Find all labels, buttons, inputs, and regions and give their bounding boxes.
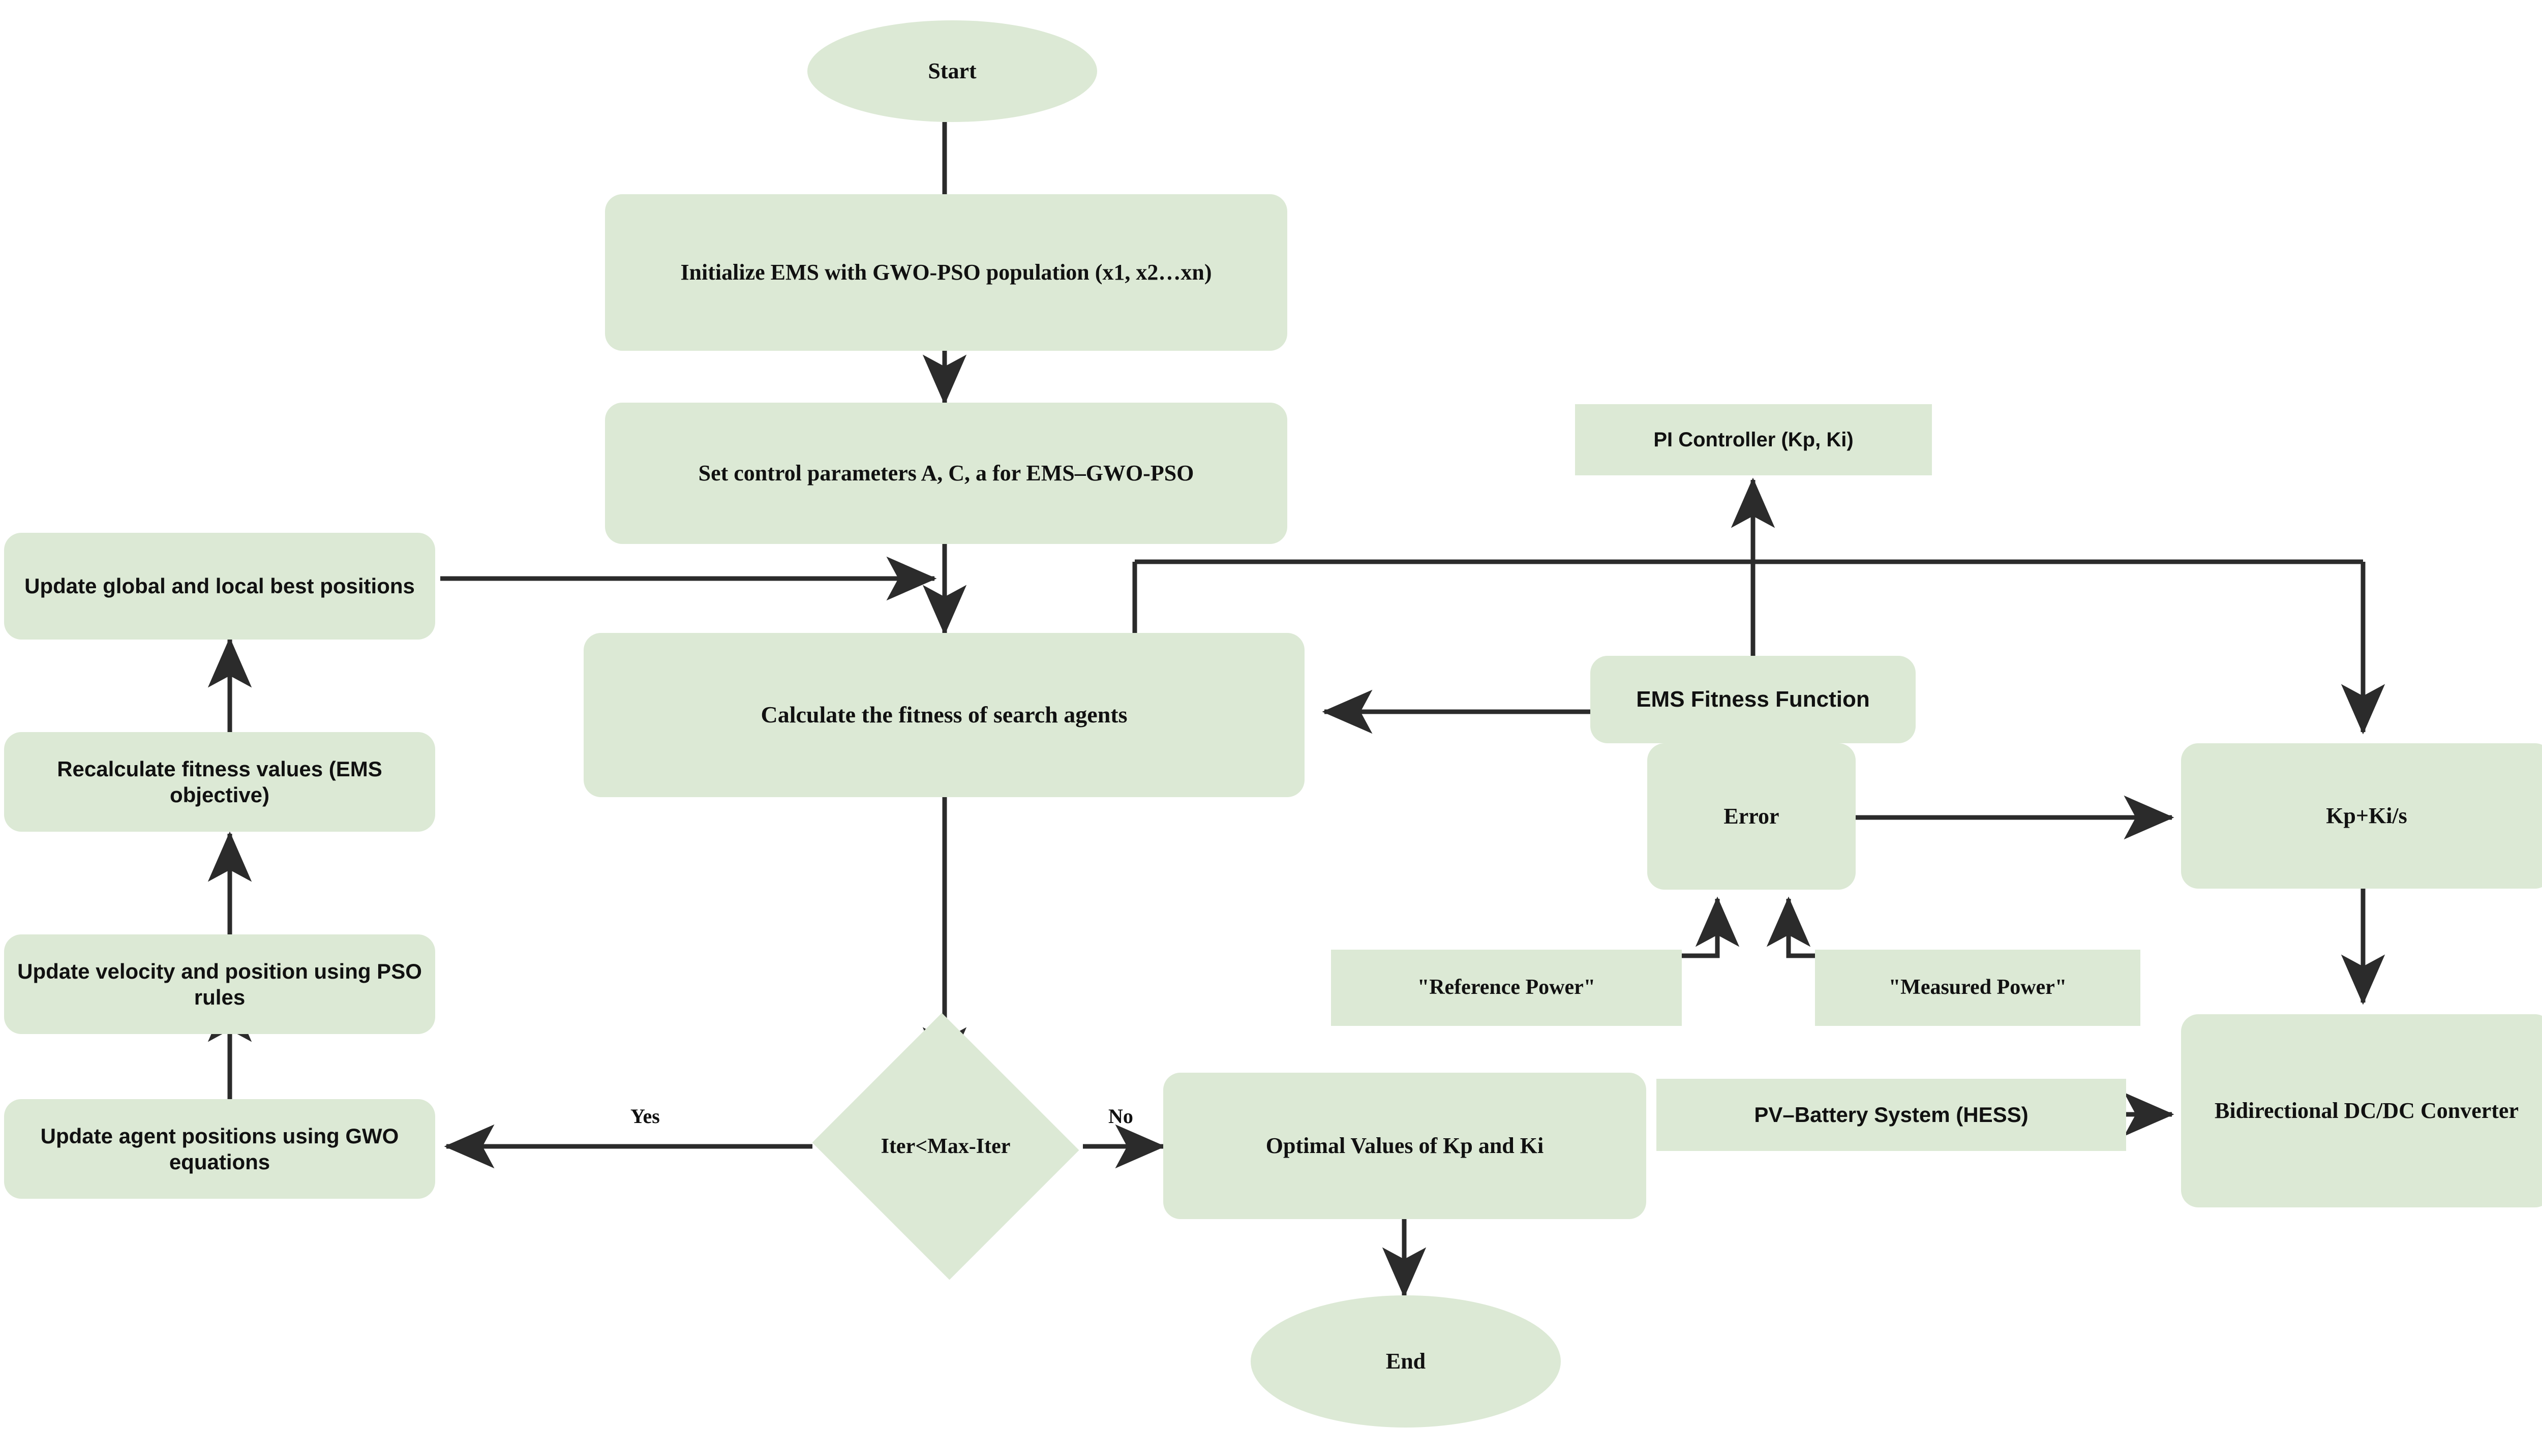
edge-label-no: No bbox=[1108, 1105, 1133, 1128]
node-pv-battery-system-label: PV–Battery System (HESS) bbox=[1754, 1103, 2029, 1127]
node-kp-ki-s-label: Kp+Ki/s bbox=[2326, 803, 2407, 829]
node-start[interactable]: Start bbox=[807, 20, 1097, 122]
node-calculate-fitness-label: Calculate the fitness of search agents bbox=[761, 702, 1128, 728]
node-calculate-fitness[interactable]: Calculate the fitness of search agents bbox=[584, 633, 1305, 797]
node-reference-power[interactable]: "Reference Power" bbox=[1331, 950, 1682, 1026]
node-update-agent-positions-label: Update agent positions using GWO equatio… bbox=[40, 1124, 399, 1174]
node-decision-iter-label: Iter<Max-Iter bbox=[881, 1135, 1011, 1158]
node-reference-power-label: "Reference Power" bbox=[1417, 976, 1596, 999]
node-set-parameters-label: Set control parameters A, C, a for EMS–G… bbox=[698, 461, 1194, 486]
node-recalculate-fitness[interactable]: Recalculate fitness values (EMS objectiv… bbox=[4, 732, 435, 832]
node-ems-fitness-function-label: EMS Fitness Function bbox=[1636, 687, 1870, 712]
node-optimal-values-label: Optimal Values of Kp and Ki bbox=[1265, 1133, 1544, 1159]
node-measured-power-label: "Measured Power" bbox=[1888, 976, 2067, 999]
node-error[interactable]: Error bbox=[1647, 743, 1856, 890]
node-pi-controller[interactable]: PI Controller (Kp, Ki) bbox=[1575, 404, 1932, 475]
node-optimal-values[interactable]: Optimal Values of Kp and Ki bbox=[1163, 1073, 1646, 1219]
node-recalculate-fitness-label: Recalculate fitness values (EMS objectiv… bbox=[57, 756, 382, 807]
node-update-agent-positions[interactable]: Update agent positions using GWO equatio… bbox=[4, 1099, 435, 1199]
node-bidirectional-converter[interactable]: Bidirectional DC/DC Converter bbox=[2181, 1014, 2542, 1207]
node-initialize-label: Initialize EMS with GWO-PSO population (… bbox=[680, 260, 1212, 285]
node-set-parameters[interactable]: Set control parameters A, C, a for EMS–G… bbox=[605, 403, 1287, 544]
node-update-best-positions[interactable]: Update global and local best positions bbox=[4, 533, 435, 640]
node-bidirectional-converter-label: Bidirectional DC/DC Converter bbox=[2215, 1098, 2519, 1124]
node-update-velocity[interactable]: Update velocity and position using PSO r… bbox=[4, 934, 435, 1034]
node-kp-ki-s[interactable]: Kp+Ki/s bbox=[2181, 743, 2542, 889]
node-pv-battery-system[interactable]: PV–Battery System (HESS) bbox=[1656, 1079, 2126, 1151]
edge-label-yes: Yes bbox=[630, 1105, 660, 1128]
node-end-label: End bbox=[1385, 1349, 1426, 1374]
node-initialize[interactable]: Initialize EMS with GWO-PSO population (… bbox=[605, 194, 1287, 351]
node-update-velocity-label: Update velocity and position using PSO r… bbox=[17, 959, 422, 1009]
node-pi-controller-label: PI Controller (Kp, Ki) bbox=[1653, 428, 1854, 451]
node-ems-fitness-function[interactable]: EMS Fitness Function bbox=[1590, 656, 1916, 743]
node-start-label: Start bbox=[928, 58, 977, 84]
node-update-best-positions-label: Update global and local best positions bbox=[24, 574, 415, 598]
node-end[interactable]: End bbox=[1251, 1295, 1561, 1428]
node-error-label: Error bbox=[1723, 804, 1779, 829]
node-decision-iter[interactable]: Iter<Max-Iter bbox=[808, 1013, 1083, 1280]
node-measured-power[interactable]: "Measured Power" bbox=[1815, 950, 2140, 1026]
